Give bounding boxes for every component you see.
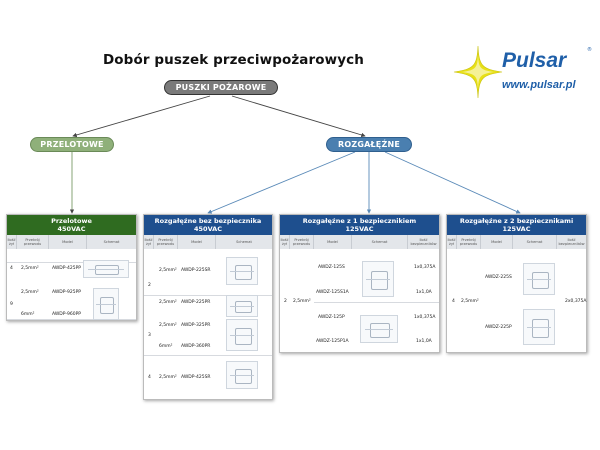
cell-model: AWDZ-225S <box>485 275 512 280</box>
cell-model: AWDP-225SR <box>181 268 211 273</box>
logo-brand: Pulsar <box>502 49 567 72</box>
panel-voltage: 450VAC <box>57 225 86 233</box>
cell-przekroj: 2,5mm² <box>21 290 39 295</box>
node-rozgalezne: ROZGAŁĘŹNE <box>326 137 412 152</box>
cell-przekroj: 2,5mm² <box>159 300 177 305</box>
cell-przekroj: 2,5mm² <box>159 375 177 380</box>
cell-model: AWDP-425SR <box>181 375 211 380</box>
panel-voltage: 125VAC <box>502 225 531 233</box>
arrow-root-right <box>231 95 366 138</box>
col-bezpieczniki: Ilość bezpieczników <box>408 235 439 249</box>
cell-model: AWDZ-225P <box>485 325 512 330</box>
cell-przekroj: 2,5mm² <box>461 299 479 304</box>
node-przelotowe: PRZELOTOWE <box>30 137 114 152</box>
col-schemat: Schemat <box>513 235 557 249</box>
panel-title: Przelotowe <box>51 217 92 225</box>
panel-voltage: 125VAC <box>345 225 374 233</box>
schematic-image <box>226 295 258 317</box>
schematic-image <box>226 257 258 285</box>
cell-model: AWDP-960PP <box>52 312 82 317</box>
cell-ilosc: 2 <box>284 299 287 304</box>
arrow-right-panel3 <box>384 151 521 214</box>
schematic-image <box>226 319 258 351</box>
cell-ilosc: 4 <box>10 266 13 271</box>
schematic-image <box>523 263 555 295</box>
panel-header: Rozgałęźne z 2 bezpiecznikami 125VAC <box>447 215 586 235</box>
panel-przelotowe: Przelotowe 450VAC Ilość żył Przekrój prz… <box>6 214 137 321</box>
col-przekroj: Przekrój przewodu <box>457 235 481 249</box>
cell-przekroj: 2,5mm² <box>21 266 39 271</box>
cell-model: AWDZ-125P1A <box>316 339 349 344</box>
col-bezpieczniki: Ilość bezpieczników <box>557 235 586 249</box>
col-przekroj: Przekrój przewodu <box>17 235 49 249</box>
cell-fuse: 1x0,375A <box>414 265 436 270</box>
arrow-root-left <box>72 95 211 138</box>
col-przekroj: Przekrój przewodu <box>290 235 314 249</box>
arrow-right-panel1 <box>207 151 356 214</box>
schematic-image <box>362 261 394 297</box>
schematic-image <box>523 309 555 345</box>
col-schemat: Schemat <box>216 235 272 249</box>
col-przekroj: Przekrój przewodu <box>154 235 178 249</box>
cell-ilosc: 4 <box>452 299 455 304</box>
schematic-image <box>360 315 398 343</box>
schematic-image <box>226 361 258 389</box>
panel-title: Rozgałęźne bez bezpiecznika <box>154 217 262 225</box>
col-model: Model <box>49 235 87 249</box>
cell-model: AWDP-360PR <box>181 344 211 349</box>
col-ilosc: Ilość żył <box>447 235 457 249</box>
cell-model: AWDZ-125S1A <box>316 290 349 295</box>
cell-ilosc: 9 <box>10 302 13 307</box>
cell-fuse: 2x0,375A <box>565 299 587 304</box>
schematic-image <box>83 260 129 278</box>
node-puszki-pozarowe: PUSZKI POŻAROWE <box>164 80 278 95</box>
panel-header: Rozgałęźne bez bezpiecznika 450VAC <box>144 215 272 235</box>
col-schemat: Schemat <box>352 235 408 249</box>
panel-voltage: 450VAC <box>194 225 222 233</box>
cell-przekroj: 6mm² <box>159 344 173 349</box>
cell-model: AWDP-925PP <box>52 290 82 295</box>
col-schemat: Schemat <box>87 235 136 249</box>
cell-fuse: 1x0,375A <box>414 315 436 320</box>
cell-ilosc: 2 <box>148 283 151 288</box>
cell-ilosc: 3 <box>148 333 151 338</box>
col-ilosc: Ilość żył <box>144 235 154 249</box>
col-model: Model <box>178 235 216 249</box>
logo-url: www.pulsar.pl <box>502 79 576 91</box>
cell-model: AWDZ-125S <box>318 265 345 270</box>
col-model: Model <box>314 235 352 249</box>
page-title: Dobór puszek przeciwpożarowych <box>103 52 364 68</box>
panel-header: Rozgałęźne z 1 bezpiecznikiem 125VAC <box>280 215 439 235</box>
panel-rozgalezne-bez-bezpiecznika: Rozgałęźne bez bezpiecznika 450VAC Ilość… <box>143 214 273 400</box>
panel-header: Przelotowe 450VAC <box>7 215 136 235</box>
cell-fuse: 1x1,0A <box>416 339 432 344</box>
panel-rozgalezne-z-2-bezpiecznikami: Rozgałęźne z 2 bezpiecznikami 125VAC Ilo… <box>446 214 587 353</box>
schematic-image <box>93 288 119 320</box>
cell-przekroj: 6mm² <box>21 312 35 317</box>
col-ilosc: Ilość żył <box>280 235 290 249</box>
cell-model: AWDP-325PR <box>181 323 211 328</box>
cell-model: AWDZ-125P <box>318 315 345 320</box>
cell-model: AWDP-225PR <box>181 300 211 305</box>
cell-przekroj: 2,5mm² <box>159 268 177 273</box>
registered-mark: ® <box>587 47 592 53</box>
cell-przekroj: 2,5mm² <box>293 299 311 304</box>
cell-ilosc: 4 <box>148 375 151 380</box>
panel-rozgalezne-z-1-bezpiecznikiem: Rozgałęźne z 1 bezpiecznikiem 125VAC Ilo… <box>279 214 440 353</box>
col-ilosc: Ilość żył <box>7 235 17 249</box>
col-model: Model <box>481 235 513 249</box>
cell-model: AWDP-425PP <box>52 266 82 271</box>
pulsar-star-icon <box>453 45 503 99</box>
cell-fuse: 1x1,0A <box>416 290 432 295</box>
panel-title: Rozgałęźne z 1 bezpiecznikiem <box>302 217 417 225</box>
panel-title: Rozgałęźne z 2 bezpiecznikami <box>459 217 574 225</box>
cell-przekroj: 2,5mm² <box>159 323 177 328</box>
